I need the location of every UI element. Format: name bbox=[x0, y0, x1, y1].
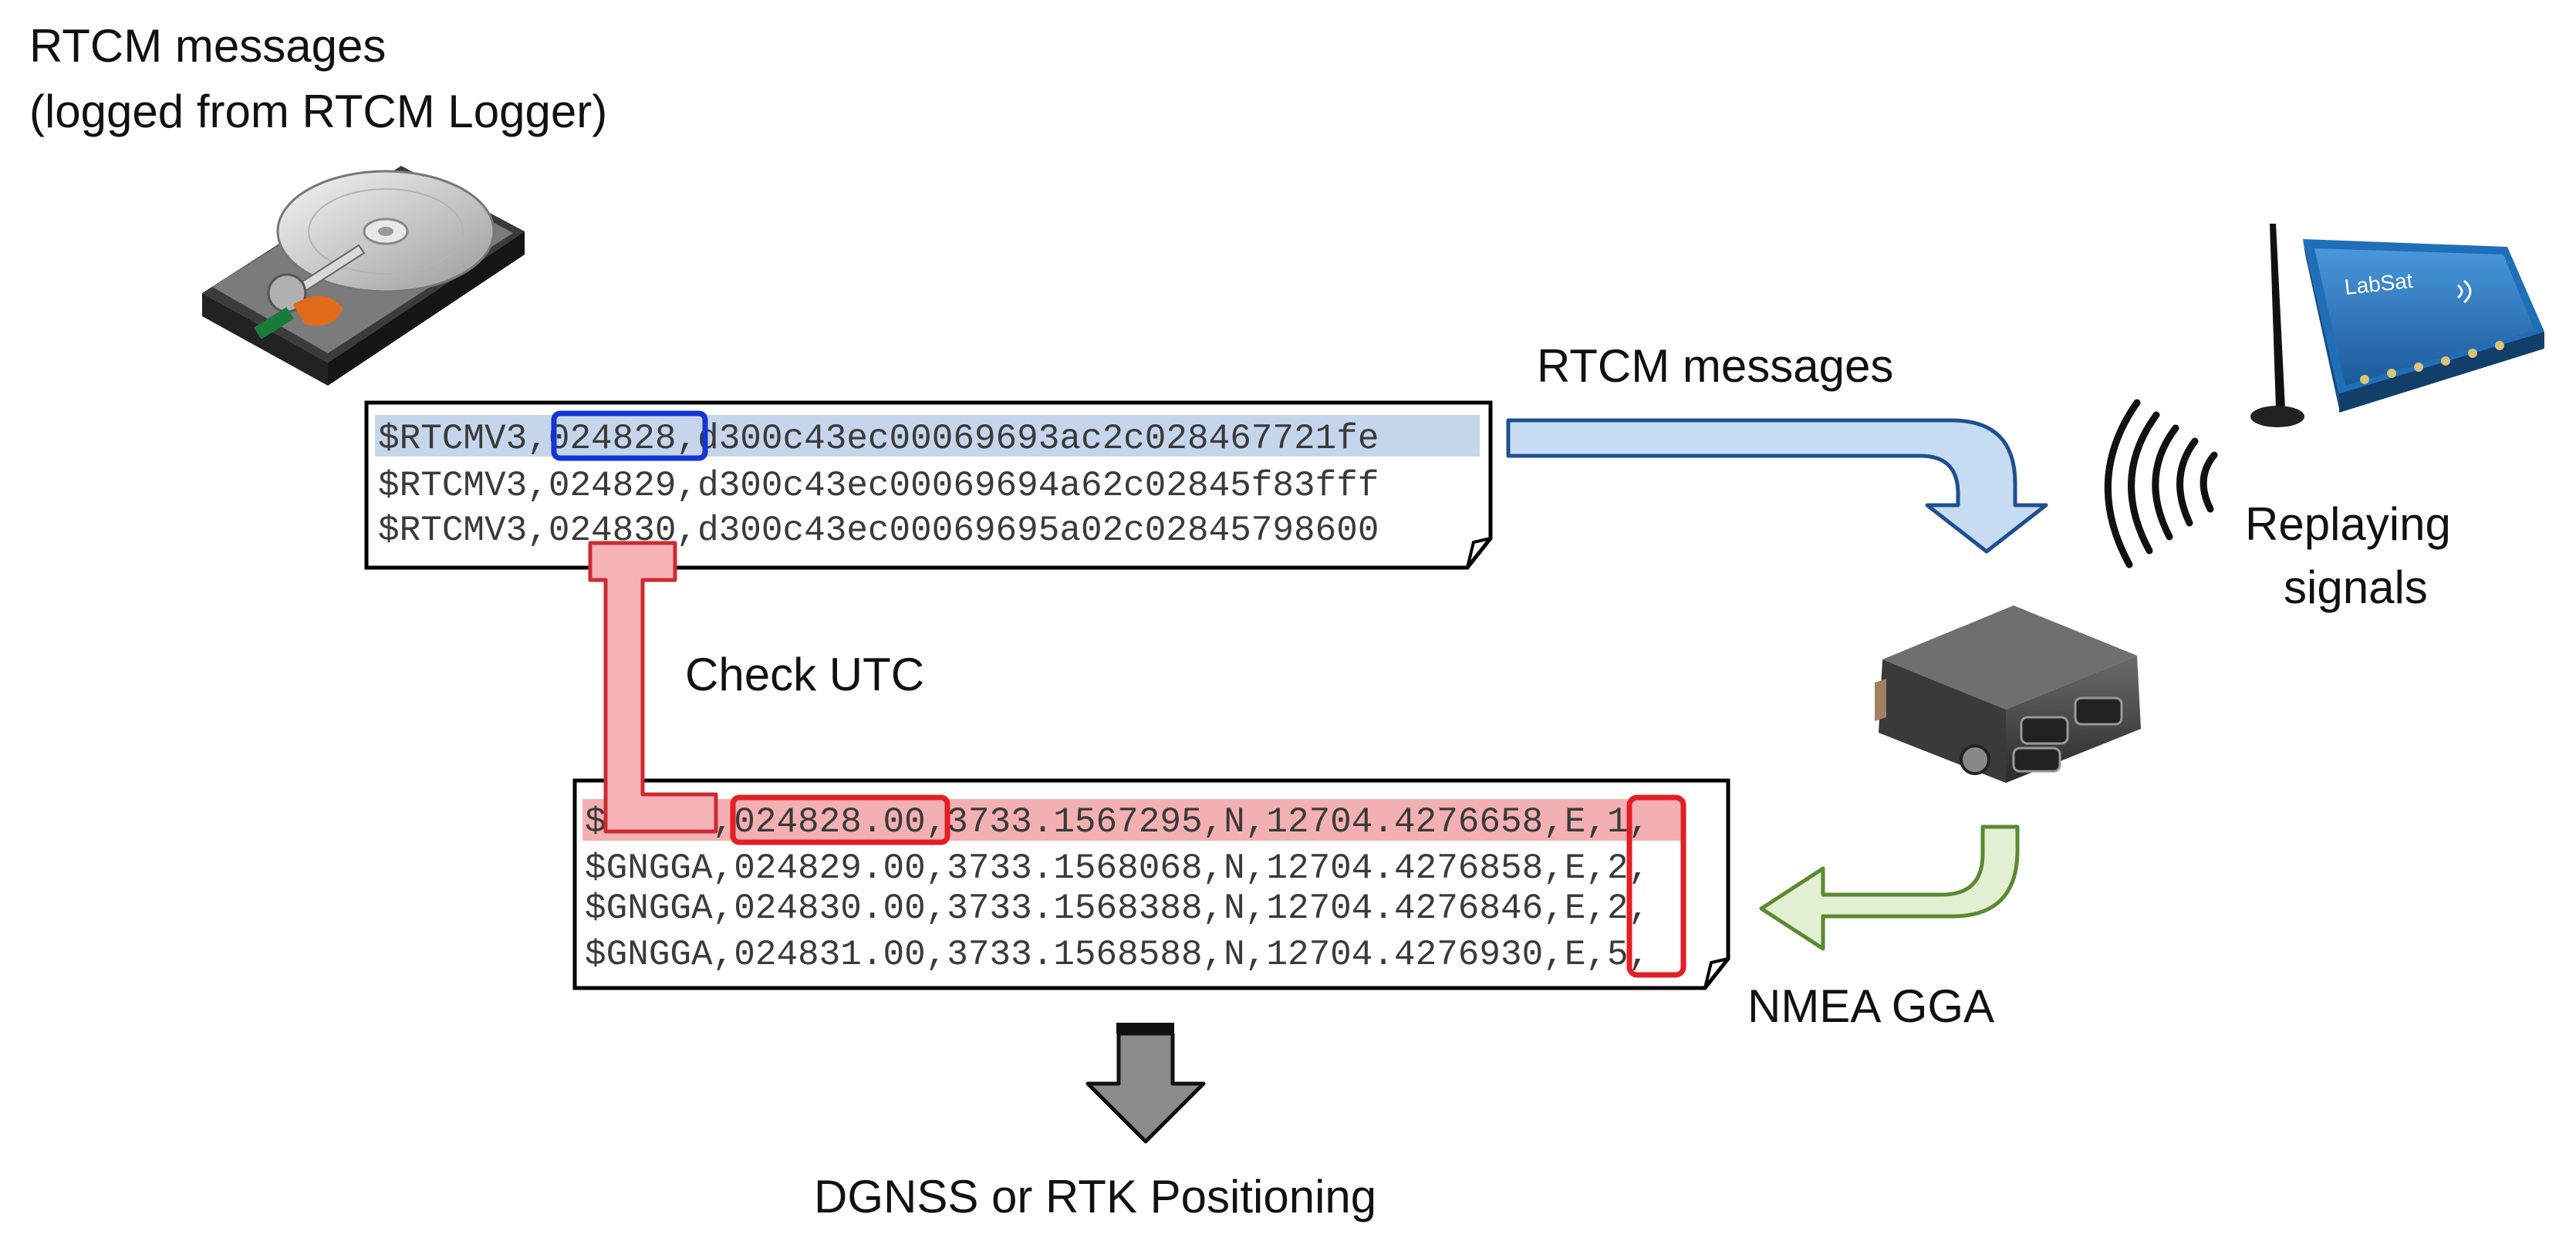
rtcm-row-3: $RTCMV3,024830,d300c43ec00069695a02c0284… bbox=[378, 511, 1379, 551]
nmea-row-4-quality: 5 bbox=[1607, 935, 1629, 975]
gnss-receiver-icon bbox=[1875, 605, 2141, 783]
positioning-label: DGNSS or RTK Positioning bbox=[814, 1171, 1376, 1222]
antenna-icon bbox=[2250, 224, 2304, 427]
rtcm-row-2-prefix: $RTCMV3, bbox=[378, 466, 549, 506]
nmea-row-2-prefix: $GNGGA, bbox=[585, 848, 734, 889]
nmea-row-4: $GNGGA,024831.00,3733.1568588,N,12704.42… bbox=[585, 935, 1649, 975]
check-utc-arrow bbox=[588, 541, 718, 834]
nmea-gga-label: NMEA GGA bbox=[1747, 980, 1994, 1032]
rtcm-row-2: $RTCMV3,024829,d300c43ec00069694a62c0284… bbox=[378, 466, 1379, 506]
nmea-row-3-prefix: $GNGGA, bbox=[585, 889, 734, 929]
nmea-row-3: $GNGGA,024830.00,3733.1568388,N,12704.42… bbox=[585, 889, 1649, 929]
rtcm-row-highlight bbox=[375, 415, 1480, 457]
rtcm-row-1-utc: 024828 bbox=[549, 419, 677, 459]
nmea-row-3-quality: 2 bbox=[1607, 889, 1629, 929]
nmea-row-4-prefix: $GNGGA, bbox=[585, 935, 734, 975]
rtcm-row-1-prefix: $RTCMV3, bbox=[378, 419, 549, 459]
signal-waves-icon bbox=[2104, 399, 2218, 568]
nmea-row-3-coords: ,3733.1568388,N,12704.4276846,E, bbox=[926, 889, 1607, 929]
nmea-log-document: $GNGGA,024828.00,3733.1567295,N,12704.42… bbox=[572, 778, 1730, 990]
replaying-signals-label-line1: Replaying bbox=[2245, 498, 2451, 550]
nmea-row-1: $GNGGA,024828.00,3733.1567295,N,12704.42… bbox=[585, 802, 1649, 842]
check-utc-label: Check UTC bbox=[685, 649, 924, 700]
rtcm-source-title-line1: RTCM messages bbox=[29, 20, 386, 72]
nmea-row-1-utc: 024828.00 bbox=[734, 802, 925, 842]
nmea-utc-box bbox=[730, 794, 950, 845]
rtcm-row-3-prefix: $RTCMV3, bbox=[378, 511, 549, 551]
rtcm-messages-arrow bbox=[1506, 418, 2048, 554]
nmea-row-4-utc: 024831.00 bbox=[734, 935, 925, 975]
rtcm-row-3-payload: ,d300c43ec00069695a02c02845798600 bbox=[676, 511, 1379, 551]
rtcm-row-1-payload: ,d300c43ec00069693ac2c028467721fe bbox=[676, 419, 1379, 459]
nmea-gga-arrow bbox=[1759, 825, 2020, 951]
rtcm-log-document: $RTCMV3,024828,d300c43ec00069693ac2c0284… bbox=[364, 400, 1493, 570]
rtcm-row-2-payload: ,d300c43ec00069694a62c02845f83fff bbox=[676, 466, 1379, 506]
replaying-signals-label-line2: signals bbox=[2284, 561, 2428, 613]
nmea-row-4-coords: ,3733.1568588,N,12704.4276930,E, bbox=[926, 935, 1607, 975]
nmea-row-2-coords: ,3733.1568068,N,12704.4276858,E, bbox=[926, 848, 1607, 889]
nmea-row-highlight bbox=[582, 799, 1686, 841]
nmea-row-1-quality: 1 bbox=[1607, 802, 1629, 842]
nmea-row-3-utc: 024830.00 bbox=[734, 889, 925, 929]
rtcm-messages-label: RTCM messages bbox=[1537, 340, 1893, 392]
nmea-row-2-utc: 024829.00 bbox=[734, 848, 925, 889]
labsat-device-icon: LabSat bbox=[2303, 239, 2544, 413]
rtcm-row-2-utc: 024829 bbox=[549, 466, 677, 506]
positioning-down-arrow bbox=[1085, 1023, 1206, 1144]
rtcm-source-title-line2: (logged from RTCM Logger) bbox=[29, 86, 607, 137]
rtcm-utc-box bbox=[551, 410, 708, 461]
nmea-row-1-coords: ,3733.1567295,N,12704.4276658,E, bbox=[926, 802, 1607, 842]
nmea-row-2-quality: 2 bbox=[1607, 848, 1629, 889]
rtcm-row-1: $RTCMV3,024828,d300c43ec00069693ac2c0284… bbox=[378, 419, 1379, 459]
nmea-fix-quality-box bbox=[1626, 794, 1686, 978]
hard-drive-icon bbox=[202, 166, 525, 386]
nmea-row-2: $GNGGA,024829.00,3733.1568068,N,12704.42… bbox=[585, 848, 1649, 889]
